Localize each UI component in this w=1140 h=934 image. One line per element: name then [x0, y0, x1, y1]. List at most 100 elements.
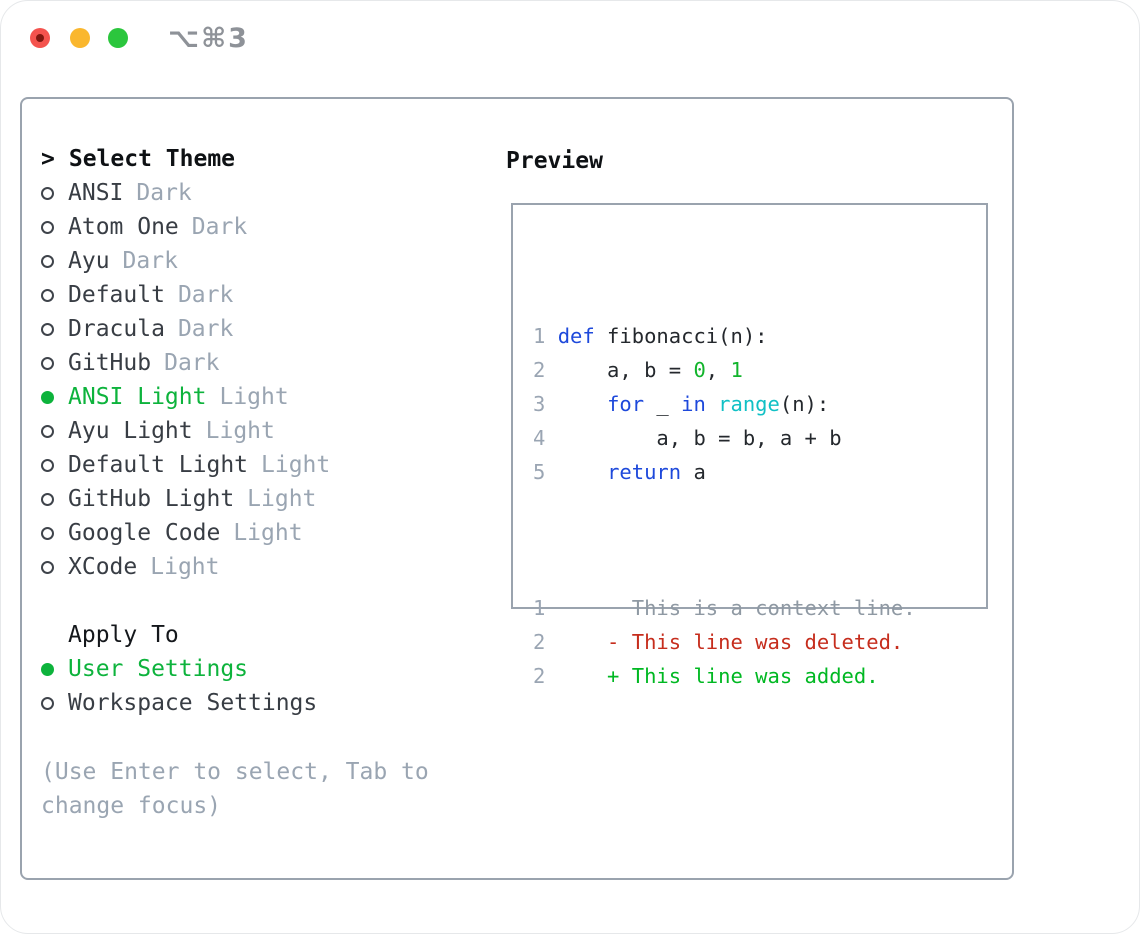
- option-variant-label: Dark: [164, 350, 220, 376]
- code-segment: return: [607, 460, 682, 484]
- option-variant-label: Dark: [191, 214, 248, 240]
- radio-icon: [41, 356, 54, 370]
- line-number: 2: [533, 358, 546, 382]
- code-segment: fibonacci(n):: [594, 324, 768, 348]
- option-variant-label: Light: [261, 452, 331, 478]
- option-label: Atom One: [68, 214, 179, 240]
- theme-option[interactable]: Atom One Dark: [41, 210, 330, 244]
- theme-option[interactable]: Ayu Dark: [41, 244, 330, 278]
- option-variant-label: Dark: [177, 282, 234, 308]
- radio-icon: [41, 458, 54, 472]
- code-segment: This is a context line.: [557, 596, 916, 620]
- apply-option[interactable]: Workspace Settings: [41, 686, 317, 720]
- option-variant-label: Light: [219, 384, 289, 410]
- code-segment: - This line was deleted.: [557, 630, 904, 654]
- window-shortcut-label: ⌥⌘3: [168, 23, 249, 54]
- line-number: 4: [533, 426, 546, 450]
- code-segment: [706, 392, 718, 416]
- radio-icon: [41, 390, 54, 404]
- line-number: 3: [533, 392, 546, 416]
- option-variant-label: Light: [247, 486, 317, 512]
- diff-preview: 1 This is a context line.2 - This line w…: [533, 591, 916, 693]
- radio-icon: [41, 220, 54, 234]
- code-line: 1 def fibonacci(n):: [533, 319, 916, 353]
- code-segment: def: [557, 324, 595, 348]
- theme-option[interactable]: XCode Light: [41, 550, 330, 584]
- option-variant-label: Dark: [122, 248, 178, 274]
- code-line: 4 a, b = b, a + b: [533, 421, 916, 455]
- apply-to-section: Apply To User Settings Workspace Setting…: [41, 618, 317, 720]
- code-segment: a: [681, 460, 706, 484]
- option-variant-label: Light: [150, 554, 220, 580]
- line-number: 2: [533, 630, 546, 654]
- theme-option[interactable]: Google Code Light: [41, 516, 330, 550]
- option-label: Ayu: [68, 248, 110, 274]
- option-label: GitHub Light: [68, 486, 235, 512]
- code-segment: in: [681, 392, 706, 416]
- code-segment: (n):: [779, 392, 830, 416]
- focus-marker-icon: >: [41, 146, 55, 172]
- code-line: 5 return a: [533, 455, 916, 489]
- code-line: 3 for _ in range(n):: [533, 387, 916, 421]
- theme-option[interactable]: GitHub Light Light: [41, 482, 330, 516]
- option-label: ANSI Light: [68, 384, 207, 410]
- option-variant-label: Light: [205, 418, 275, 444]
- zoom-button[interactable]: [108, 28, 128, 48]
- line-number: 1: [533, 324, 546, 348]
- option-variant-label: Dark: [136, 180, 192, 206]
- theme-option[interactable]: ANSI Dark: [41, 176, 330, 210]
- close-button[interactable]: [30, 28, 50, 48]
- line-number: 2: [533, 664, 546, 688]
- radio-icon: [41, 254, 54, 268]
- code-segment: [558, 392, 607, 416]
- theme-option[interactable]: Default Light Light: [41, 448, 330, 482]
- theme-list-title: Select Theme: [68, 146, 236, 172]
- code-line: 1 This is a context line.: [533, 591, 916, 625]
- option-variant-label: Light: [233, 520, 303, 546]
- code-segment: for: [607, 392, 645, 416]
- option-label: Workspace Settings: [68, 690, 318, 716]
- radio-icon: [41, 662, 54, 676]
- radio-icon: [41, 526, 54, 540]
- theme-option[interactable]: ANSI Light Light: [41, 380, 330, 414]
- option-label: Ayu Light: [68, 418, 193, 444]
- radio-icon: [41, 186, 54, 200]
- option-label: Default: [68, 282, 165, 308]
- option-label: User Settings: [68, 656, 249, 682]
- code-segment: + This line was added.: [557, 664, 879, 688]
- theme-option[interactable]: Default Dark: [41, 278, 330, 312]
- apply-option[interactable]: User Settings: [41, 652, 317, 686]
- minimize-button[interactable]: [70, 28, 90, 48]
- preview-title: Preview: [506, 148, 603, 174]
- code-line: 2 + This line was added.: [533, 659, 916, 693]
- line-number: 5: [533, 460, 546, 484]
- theme-list-header: > Select Theme: [41, 142, 330, 176]
- theme-picker-dialog: > Select Theme ANSI Dark Atom One Dark A…: [20, 97, 1014, 880]
- code-segment: _: [644, 392, 682, 416]
- code-line: 2 - This line was deleted.: [533, 625, 916, 659]
- code-segment: a, b =: [557, 358, 694, 382]
- line-number: 1: [533, 596, 546, 620]
- code-line: 2 a, b = 0, 1: [533, 353, 916, 387]
- option-label: ANSI: [68, 180, 124, 206]
- option-variant-label: Dark: [177, 316, 234, 342]
- option-label: Google Code: [68, 520, 221, 546]
- code-segment: [558, 460, 607, 484]
- radio-icon: [41, 696, 54, 710]
- code-segment: a, b = b, a + b: [557, 426, 842, 450]
- option-label: Default Light: [68, 452, 249, 478]
- theme-option[interactable]: Ayu Light Light: [41, 414, 330, 448]
- radio-icon: [41, 492, 54, 506]
- titlebar: ⌥⌘3: [1, 1, 1139, 76]
- close-dot-icon: [36, 34, 44, 42]
- code-segment: range: [718, 392, 780, 416]
- code-segment: 1: [730, 358, 743, 382]
- theme-option[interactable]: GitHub Dark: [41, 346, 330, 380]
- code-segment: ,: [705, 358, 731, 382]
- radio-icon: [41, 288, 54, 302]
- theme-option[interactable]: Dracula Dark: [41, 312, 330, 346]
- code-segment: 0: [693, 358, 706, 382]
